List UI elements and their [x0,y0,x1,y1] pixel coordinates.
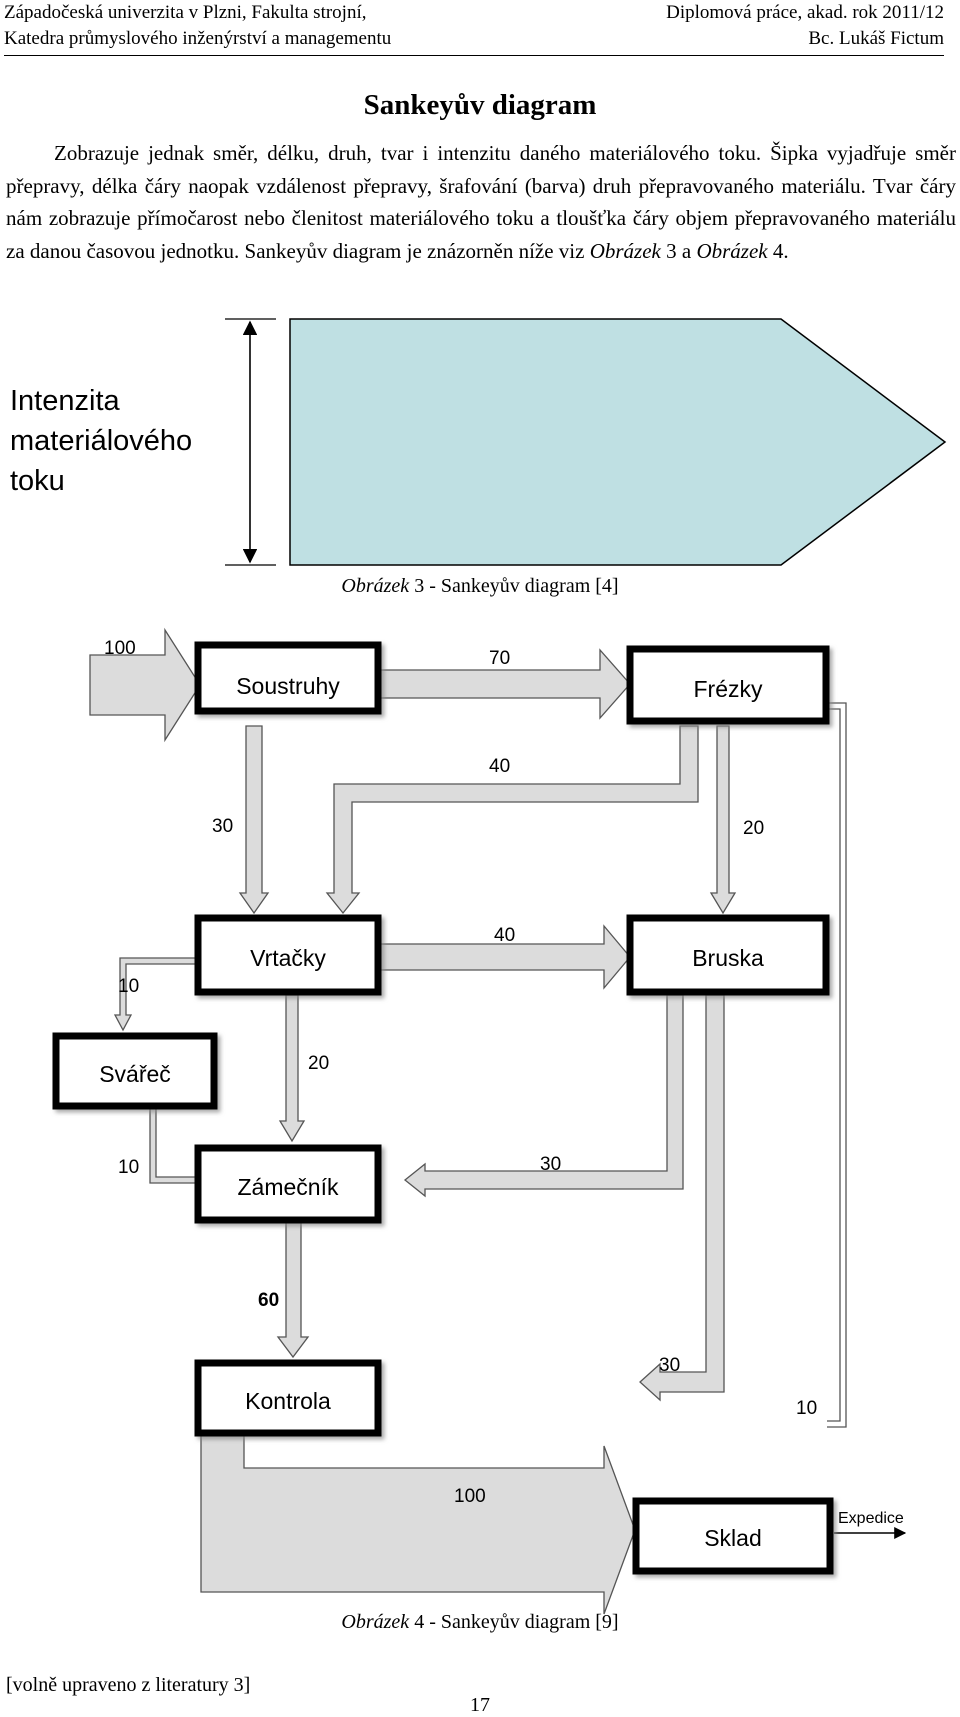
figure4-caption: Obrázek 4 - Sankeyův diagram [9] [0,1610,960,1634]
header-thesis: Diplomová práce, akad. rok 2011/12 [666,2,944,23]
caption-word: Obrázek [341,1611,410,1633]
figure3-caption: Obrázek 3 - Sankeyův diagram [4] [0,574,960,598]
node-zamecnik: Zámečník [194,1144,382,1224]
node-vrtacky-label: Vrtačky [250,945,326,971]
node-frezky-label: Frézky [694,676,764,702]
flow-input [89,627,201,743]
node-soustruhy-label: Soustruhy [236,673,340,699]
page-number: 17 [470,1694,490,1716]
flow-frezky-kontrola [826,702,847,1428]
source-note: [volně upraveno z literatury 3] [6,1674,251,1696]
flow-kontrola-sklad [200,1433,636,1615]
node-sklad-label: Sklad [704,1525,762,1551]
expedice-label: Expedice [838,1510,904,1527]
flow-frezky-vrtacky [325,725,699,915]
flow-label-soustruhy-vrtacky: 30 [212,816,233,837]
paragraph-text: Zobrazuje jednak směr, délku, druh, tvar… [6,141,956,263]
flow-soustruhy-vrtacky [238,725,270,915]
flow-bands [89,627,737,1615]
flow-frezky-kontrola-inner [826,708,841,1422]
header-department: Katedra průmyslového inženýrství a manag… [4,28,392,49]
node-vrtacky: Vrtačky [194,914,382,996]
flow-label-svarec-zamecnik: 10 [118,1157,139,1178]
flow-label-bruska-kontrola: 30 [659,1355,680,1376]
node-soustruhy: Soustruhy [194,641,382,715]
nodes: Soustruhy Frézky Vrtačky Bruska Svářeč Z… [52,641,834,1575]
header-rule [4,55,944,56]
flow-vrtacky-zamecnik [278,994,306,1143]
flow-label-zamecnik-kontrola: 60 [258,1290,279,1311]
section-title: Sankeyův diagram [363,89,597,121]
flow-label-kontrola-sklad: 100 [454,1486,486,1507]
node-frezky-box [626,645,830,725]
flow-label-frezky-bruska: 20 [743,818,764,839]
flow-bruska-zamecnik [403,994,684,1198]
header-author: Bc. Lukáš Fictum [808,28,944,49]
caption-text: 3 - Sankeyův diagram [4] [409,575,619,597]
flow-label-frezky-kontrola: 10 [796,1398,817,1419]
figure-ref-word: Obrázek [589,238,661,263]
node-frezky: Frézky [626,645,830,725]
flow-label-bruska-zamecnik: 30 [540,1154,561,1175]
node-svarec: Svářeč [52,1032,218,1110]
node-zamecnik-label: Zámečník [238,1174,339,1200]
caption-text: 4 - Sankeyův diagram [9] [409,1611,619,1633]
flow-label-vrtacky-zamecnik: 20 [308,1053,329,1074]
figure-ref-num: 4. [767,238,789,263]
intensity-label-line2: materiálového [10,425,192,457]
flow-label-input: 100 [104,638,136,659]
node-kontrola-box [194,1359,382,1437]
sankey-arrow-shape [289,318,947,566]
node-sklad-box [632,1497,834,1575]
node-vrtacky-box [194,914,382,996]
intensity-label-line3: toku [10,465,65,497]
flow-zamecnik-kontrola [276,1221,310,1359]
flow-bruska-kontrola [639,994,725,1402]
node-soustruhy-box [194,641,382,715]
flow-label-frezky-vrtacky: 40 [489,756,510,777]
caption-word: Obrázek [341,575,410,597]
node-bruska-label: Bruska [692,945,764,971]
flow-label-vrtacky-svarec: 10 [118,976,139,997]
node-kontrola: Kontrola [194,1359,382,1437]
node-sklad: Sklad [632,1497,834,1575]
header-university: Západočeská univerzita v Plzni, Fakulta … [4,2,367,23]
figure-ref-word: Obrázek [696,238,768,263]
flow-frezky-kontrola-outer [826,702,847,1428]
node-zamecnik-box [194,1144,382,1224]
flow-labels: 100 70 40 30 20 40 10 20 10 30 60 30 10 … [104,638,817,1507]
node-svarec-label: Svářeč [99,1061,171,1087]
node-svarec-box [52,1032,218,1110]
flow-label-soustruhy-frezky: 70 [489,648,510,669]
node-bruska: Bruska [626,914,830,996]
intensity-label-line1: Intenzita [10,385,120,417]
node-kontrola-label: Kontrola [245,1388,331,1414]
flow-label-vrtacky-bruska: 40 [494,925,515,946]
body-paragraph: Zobrazuje jednak směr, délku, druh, tvar… [6,137,956,267]
flow-frezky-bruska [709,725,737,915]
flow-vrtacky-svarec [113,957,199,1032]
figure-ref-num: 3 a [660,238,697,263]
node-bruska-box [626,914,830,996]
